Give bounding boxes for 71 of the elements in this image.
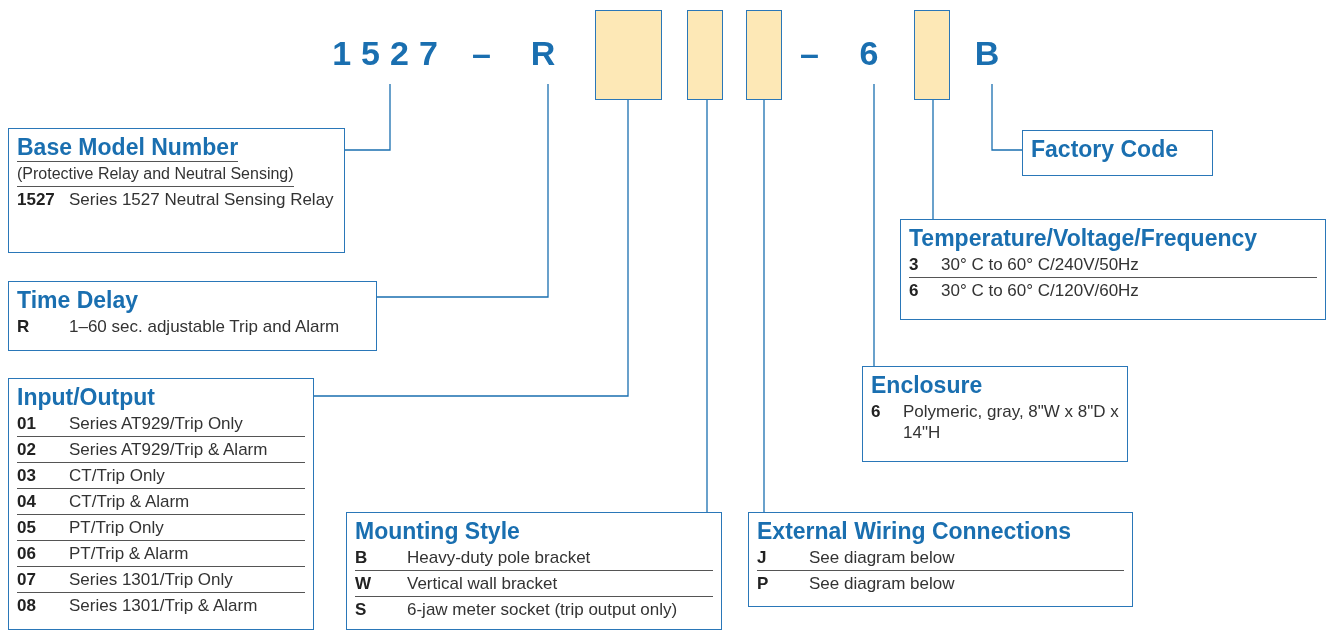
leader-line	[763, 99, 765, 513]
option-heading: Factory Code	[1031, 135, 1178, 163]
option-box	[862, 366, 1128, 462]
option-box	[900, 219, 1326, 320]
option-code: 05	[17, 517, 37, 538]
option-description: PT/Trip & Alarm	[69, 543, 189, 564]
option-code: B	[355, 547, 369, 568]
option-box	[748, 512, 1133, 607]
option-description: Series AT929/Trip Only	[69, 413, 243, 434]
option-description: Series 1301/Trip Only	[69, 569, 233, 590]
option-description: 1–60 sec. adjustable Trip and Alarm	[69, 316, 340, 337]
option-code: 6	[871, 401, 882, 423]
option-code: 03	[17, 465, 37, 486]
option-heading: Temperature/Voltage/Frequency	[909, 224, 1258, 252]
option-description: Polymeric, gray, 8"W x 8"D x 14"H	[903, 401, 1119, 443]
option-heading: External Wiring Connections	[757, 517, 1072, 545]
dash-separator: –	[800, 33, 819, 74]
option-description: Series 1527 Neutral Sensing Relay	[69, 189, 334, 210]
option-code: 08	[17, 595, 37, 616]
option-code: P	[757, 573, 770, 594]
code-slot-box	[687, 10, 723, 100]
option-description: 6-jaw meter socket (trip output only)	[407, 599, 678, 620]
option-heading: Base Model Number	[17, 133, 239, 162]
option-box	[346, 512, 722, 630]
option-code: W	[355, 573, 373, 594]
code-slot-box	[914, 10, 950, 100]
leader-line	[873, 83, 875, 367]
option-code: S	[355, 599, 368, 620]
option-box	[1022, 130, 1213, 176]
option-code: 01	[17, 413, 37, 434]
option-heading: Mounting Style	[355, 517, 520, 545]
option-box	[8, 281, 377, 351]
option-description: PT/Trip Only	[69, 517, 164, 538]
option-code: J	[757, 547, 768, 568]
dash-separator: –	[472, 33, 491, 74]
option-code: 06	[17, 543, 37, 564]
leader-line	[991, 83, 1023, 151]
code-slot-box	[595, 10, 662, 100]
option-description: CT/Trip & Alarm	[69, 491, 190, 512]
leader-line	[344, 83, 391, 151]
option-description: See diagram below	[809, 573, 955, 594]
option-code: 07	[17, 569, 37, 590]
option-description: Series AT929/Trip & Alarm	[69, 439, 268, 460]
option-code: R	[17, 316, 31, 337]
option-box	[8, 128, 345, 253]
option-code: 6	[909, 280, 920, 301]
leader-line	[706, 99, 708, 513]
option-subtitle: (Protective Relay and Neutral Sensing)	[17, 162, 294, 187]
option-heading: Time Delay	[17, 286, 139, 314]
option-box	[8, 378, 314, 630]
option-description: Series 1301/Trip & Alarm	[69, 595, 258, 616]
code-slot-box	[746, 10, 782, 100]
option-description: Vertical wall bracket	[407, 573, 558, 594]
model-code: R	[530, 28, 566, 78]
option-heading: Enclosure	[871, 371, 983, 399]
leader-line	[376, 83, 549, 298]
model-code: 6	[856, 28, 892, 78]
model-code: B	[972, 28, 1012, 78]
leader-line	[313, 99, 629, 397]
option-description: See diagram below	[809, 547, 955, 568]
model-code: 1527	[325, 28, 455, 78]
option-description: Heavy-duty pole bracket	[407, 547, 591, 568]
option-description: 30° C to 60° C/240V/50Hz	[941, 254, 1139, 275]
option-heading: Input/Output	[17, 383, 155, 411]
option-code: 3	[909, 254, 920, 275]
option-code: 04	[17, 491, 37, 512]
option-code: 1527	[17, 189, 56, 210]
leader-line	[932, 99, 934, 220]
option-description: 30° C to 60° C/120V/60Hz	[941, 280, 1139, 301]
option-description: CT/Trip Only	[69, 465, 165, 486]
option-code: 02	[17, 439, 37, 460]
